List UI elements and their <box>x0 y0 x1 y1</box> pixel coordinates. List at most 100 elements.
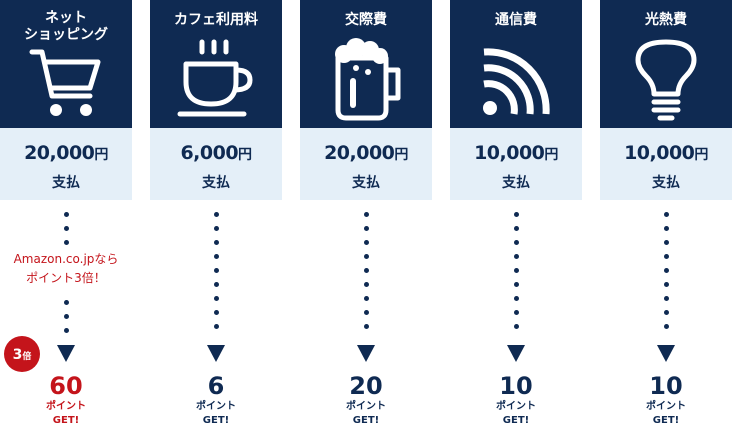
points-value: 10 <box>499 372 533 400</box>
connector-dot <box>514 310 519 315</box>
amount-value: 6,000円 <box>180 142 252 164</box>
column-title: 光熱費 <box>645 12 687 28</box>
points-result: 20 ポイント GET! <box>300 372 432 428</box>
connector-dot <box>364 254 369 259</box>
connector-dot <box>364 324 369 329</box>
amount-value: 10,000円 <box>624 142 708 164</box>
points-label: ポイント <box>46 401 86 412</box>
points-result: 10 ポイント GET! <box>450 372 582 428</box>
down-arrow-icon <box>357 345 375 362</box>
connector-dot <box>514 254 519 259</box>
connector-dot <box>214 268 219 273</box>
down-arrow-icon <box>507 345 525 362</box>
connector-dot <box>664 296 669 301</box>
pay-label: 支払 <box>502 175 530 191</box>
amount-box: 6,000円 支払 <box>150 128 282 200</box>
pay-label: 支払 <box>652 175 680 191</box>
signal-icon <box>483 48 550 115</box>
pay-label: 支払 <box>352 175 380 191</box>
column-title: 交際費 <box>345 12 387 28</box>
connector-dot <box>664 226 669 231</box>
amount-box: 20,000円 支払 <box>0 128 132 200</box>
points-result: 10 ポイント GET! <box>600 372 732 428</box>
connector-dot <box>364 212 369 217</box>
connector-dot <box>514 296 519 301</box>
get-label: GET! <box>652 415 680 426</box>
connector-dot <box>664 240 669 245</box>
column-social: 交際費 20,000円 支払 20 ポイント GET! <box>300 0 432 434</box>
pay-label: 支払 <box>52 175 80 191</box>
connector-dot <box>664 212 669 217</box>
column-net-shopping: ネット ショッピング 20,000円 支払 Amazon.co.jpなら ポイン… <box>0 0 132 434</box>
points-result: 6 ポイント GET! <box>150 372 282 428</box>
column-header: ネット ショッピング <box>0 0 132 128</box>
connector-dot <box>364 296 369 301</box>
light-bulb-icon <box>635 39 697 121</box>
get-label: GET! <box>202 415 230 426</box>
connector-dot <box>214 324 219 329</box>
connector-dot <box>64 212 69 217</box>
column-communication: 通信費 10,000円 支払 10 ポイント GET! <box>450 0 582 434</box>
amazon-note: Amazon.co.jpなら ポイント3倍！ <box>13 252 119 285</box>
triple-badge: 3倍 <box>4 336 40 372</box>
amount-box: 10,000円 支払 <box>600 128 732 200</box>
points-value: 10 <box>649 372 683 400</box>
connector-dot <box>214 282 219 287</box>
get-label: GET! <box>502 415 530 426</box>
connector-dot <box>664 254 669 259</box>
column-header: 光熱費 <box>600 0 732 128</box>
down-arrow-icon <box>57 345 75 362</box>
connector-dot <box>514 212 519 217</box>
column-title: カフェ利用料 <box>174 12 258 28</box>
connector-dot <box>514 282 519 287</box>
connector-dot <box>214 212 219 217</box>
column-header: カフェ利用料 <box>150 0 282 128</box>
amount-value: 20,000円 <box>24 142 108 164</box>
connector-dot <box>664 268 669 273</box>
amount-value: 20,000円 <box>324 142 408 164</box>
connector-dot <box>364 226 369 231</box>
connector-dot <box>364 240 369 245</box>
connector-dot <box>64 314 69 319</box>
shopping-cart-icon <box>29 49 101 116</box>
column-title: 通信費 <box>495 12 537 28</box>
connector-dot <box>514 268 519 273</box>
connector-dot <box>64 328 69 333</box>
down-arrow-icon <box>207 345 225 362</box>
amount-value: 10,000円 <box>474 142 558 164</box>
points-label: ポイント <box>646 401 686 412</box>
get-label: GET! <box>52 415 80 426</box>
connector-dot <box>214 240 219 245</box>
get-label: GET! <box>352 415 380 426</box>
column-cafe: カフェ利用料 6,000円 支払 6 ポイント GET! <box>150 0 282 434</box>
connector-dot <box>214 226 219 231</box>
column-utilities: 光熱費 10,000円 支払 10 ポイント GET! <box>600 0 732 434</box>
connector-dot <box>364 310 369 315</box>
points-result: 60 ポイント GET! <box>0 372 132 428</box>
connector-dot <box>214 296 219 301</box>
connector-dot <box>214 310 219 315</box>
column-header: 通信費 <box>450 0 582 128</box>
points-value: 60 <box>49 372 83 400</box>
coffee-cup-icon <box>177 39 253 117</box>
pay-label: 支払 <box>202 175 230 191</box>
points-value: 20 <box>349 372 383 400</box>
points-label: ポイント <box>196 401 236 412</box>
down-arrow-icon <box>657 345 675 362</box>
connector-dot <box>514 240 519 245</box>
points-label: ポイント <box>346 401 386 412</box>
connector-dot <box>364 282 369 287</box>
column-title: ネット ショッピング <box>24 10 108 43</box>
connector-dot <box>664 324 669 329</box>
connector-dot <box>514 324 519 329</box>
connector-dot <box>514 226 519 231</box>
beer-mug-icon <box>335 38 401 121</box>
amount-box: 10,000円 支払 <box>450 128 582 200</box>
connector-dot <box>64 226 69 231</box>
points-label: ポイント <box>496 401 536 412</box>
connector-dot <box>214 254 219 259</box>
connector-dot <box>664 310 669 315</box>
amount-box: 20,000円 支払 <box>300 128 432 200</box>
connector-dot <box>364 268 369 273</box>
column-header: 交際費 <box>300 0 432 128</box>
